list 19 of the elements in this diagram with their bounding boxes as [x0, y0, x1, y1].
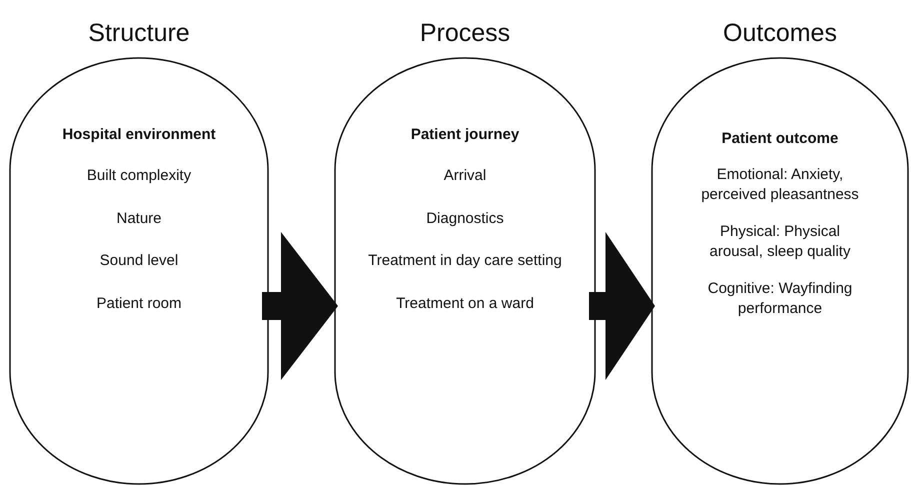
- section-title: Patient outcome: [722, 130, 838, 147]
- list-item: Built complexity: [86, 166, 192, 186]
- block-arrow: [589, 232, 655, 380]
- block-arrow: [262, 232, 338, 380]
- section-title: Patient journey: [410, 126, 520, 143]
- list-item: Treatment in day care setting: [368, 251, 562, 270]
- section-title: Hospital environment: [62, 126, 216, 143]
- list-item: Diagnostics: [426, 208, 504, 228]
- column-heading: Process: [420, 18, 510, 49]
- list-item: Cognitive: Wayfinding performance: [706, 279, 854, 318]
- list-item: Emotional: Anxiety, perceived pleasantness: [700, 165, 860, 204]
- list-item: Sound level: [100, 251, 178, 270]
- list-item: Patient room: [96, 294, 182, 313]
- list-item: Arrival: [444, 166, 486, 186]
- list-item: Treatment on a ward: [396, 294, 534, 313]
- column-heading: Outcomes: [723, 18, 837, 49]
- list-item: Physical: Physical arousal, sleep quality: [708, 222, 852, 261]
- column-heading: Structure: [88, 18, 190, 49]
- list-item: Nature: [116, 208, 162, 228]
